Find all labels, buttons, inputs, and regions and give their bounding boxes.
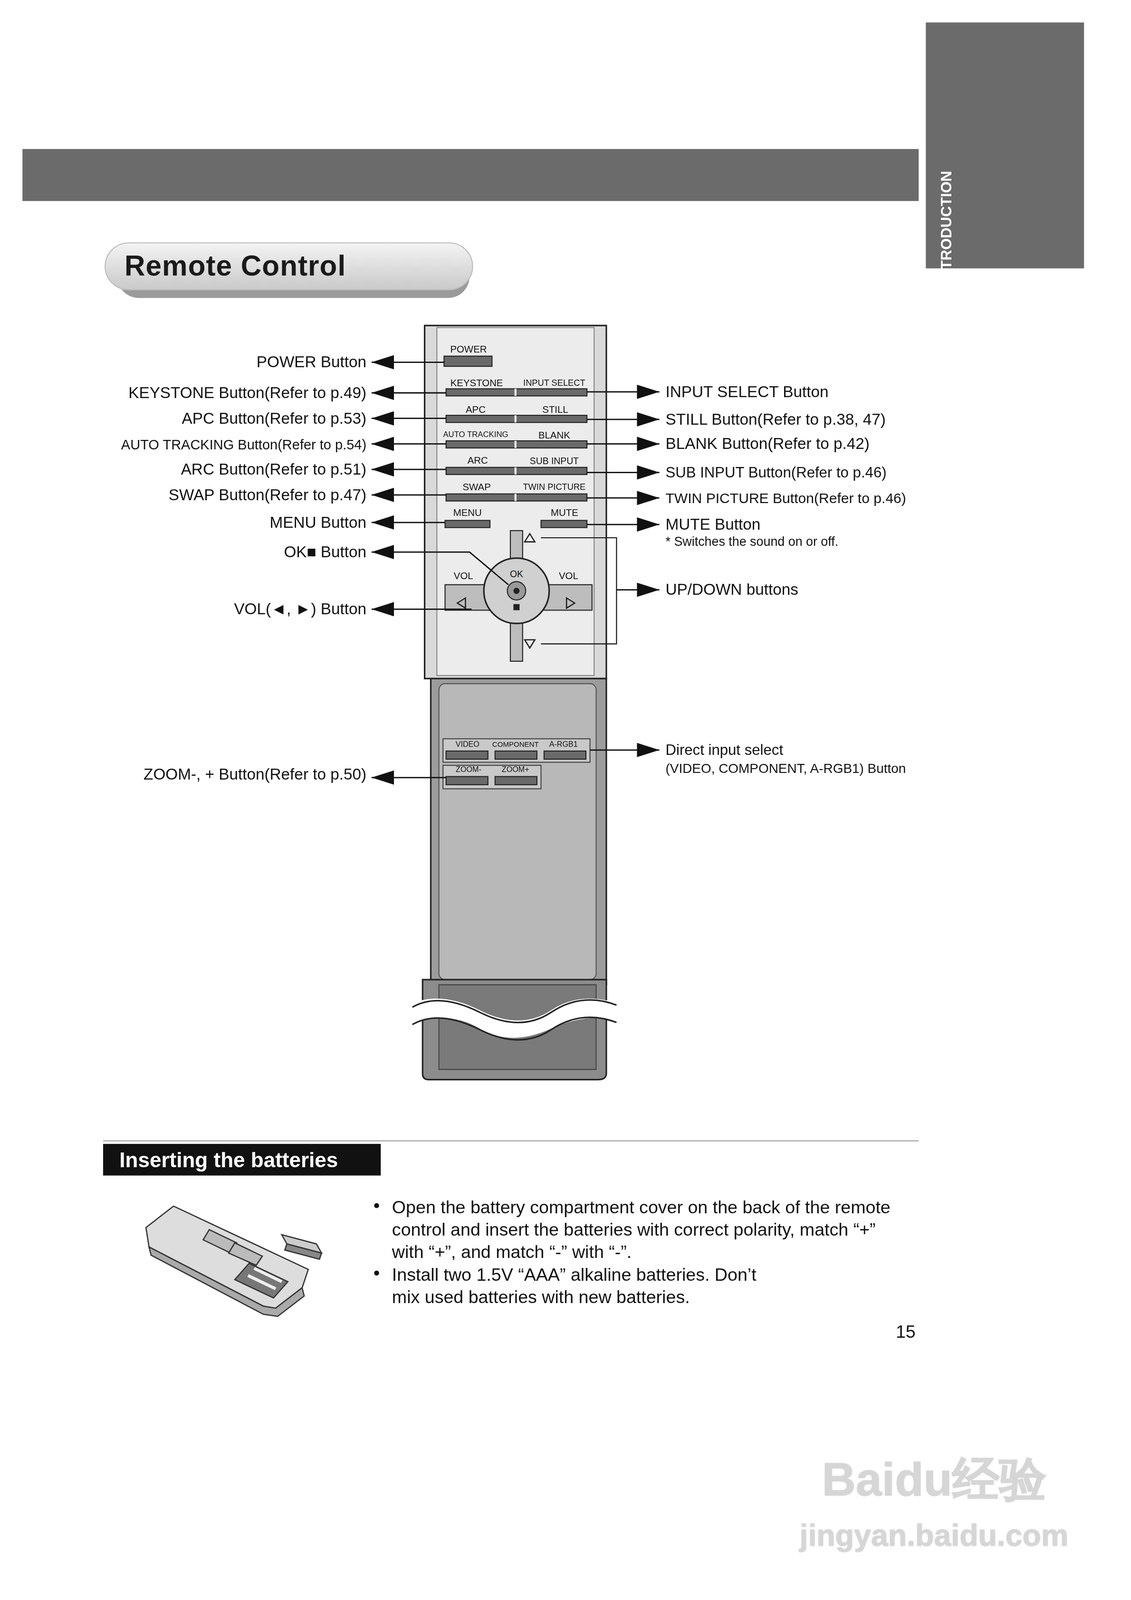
button-label: APC [465, 404, 486, 416]
callout-label: ARC Button(Refer to p.51) [181, 460, 367, 479]
section-rule [103, 1140, 919, 1142]
button-label: VOL [453, 571, 474, 583]
callout-label: KEYSTONE Button(Refer to p.49) [128, 383, 367, 403]
button-label: KEYSTONE [450, 378, 504, 390]
band-heading: Inserting the batteries [119, 1147, 338, 1173]
button-label: VIDEO [455, 740, 480, 750]
button-label: TWIN PICTURE [522, 482, 586, 493]
callout-label: STILL Button(Refer to p.38, 47) [665, 410, 886, 429]
callout-label: TWIN PICTURE Button(Refer to p.46) [665, 489, 906, 507]
button-label: A-RGB1 [549, 740, 578, 750]
callout-label: INPUT SELECT Button [665, 383, 829, 402]
remote-control [408, 325, 623, 1080]
bullet: • [373, 1263, 381, 1285]
button-label: INPUT SELECT [523, 378, 586, 389]
battery-illustration [145, 1206, 322, 1317]
button-label: STILL [542, 404, 568, 416]
callout-label: MUTE Button [665, 515, 761, 534]
button-label: COMPONENT [492, 740, 539, 749]
callout-label: ZOOM-, + Button(Refer to p.50) [143, 765, 367, 784]
button-label: OK [508, 569, 525, 580]
callout-label: AUTO TRACKING Button(Refer to p.54) [121, 437, 367, 453]
callout-label: UP/DOWN buttons [665, 580, 798, 599]
callout-label: SWAP Button(Refer to p.47) [168, 486, 367, 505]
section-band: Inserting the batteries [103, 1144, 381, 1177]
button-label: SUB INPUT [529, 456, 579, 467]
button-label: AUTO TRACKING [442, 431, 508, 441]
leader-lines [371, 362, 660, 778]
callout-label: SUB INPUT Button(Refer to p.46) [665, 464, 887, 482]
callout-label: POWER Button [256, 353, 367, 372]
button-label: SWAP [462, 482, 491, 494]
watermark: jingyan.baidu.com [799, 1518, 1069, 1554]
callout-label: MENU Button [269, 513, 367, 532]
button-label: POWER [450, 344, 487, 356]
button-label: MUTE [550, 507, 579, 519]
callout-label: OK■ Button [283, 543, 367, 562]
button-label: ZOOM- [455, 766, 482, 776]
callout-label: APC Button(Refer to p.53) [182, 409, 367, 428]
button-label: ARC [467, 455, 489, 467]
button-label: ZOOM+ [501, 766, 530, 776]
callout-label: (VIDEO, COMPONENT, A-RGB1) Button [665, 762, 906, 778]
button-label: MENU [453, 507, 482, 519]
page-title: Remote Control [124, 249, 346, 283]
watermark: Baidu经验 [821, 1453, 1046, 1508]
instruction-text: Install two 1.5V “AAA” alkaline batterie… [392, 1263, 762, 1309]
button-label: BLANK [538, 430, 571, 441]
instruction-text: Open the battery compartment cover on th… [392, 1196, 899, 1264]
header-bar [22, 149, 919, 202]
callout-label: VOL(◄, ►) Button [233, 600, 367, 619]
tab-label: INTRODUCTION [938, 171, 955, 285]
title-pill [105, 242, 473, 290]
bullet: • [373, 1196, 381, 1218]
button-label: VOL [558, 571, 579, 583]
callout-label: BLANK Button(Refer to p.42) [665, 434, 870, 453]
callout-label: * Switches the sound on or off. [665, 534, 839, 550]
section-tab: INTRODUCTION [925, 22, 1084, 269]
page-number: 15 [895, 1322, 916, 1343]
callout-label: Direct input select [665, 741, 784, 759]
